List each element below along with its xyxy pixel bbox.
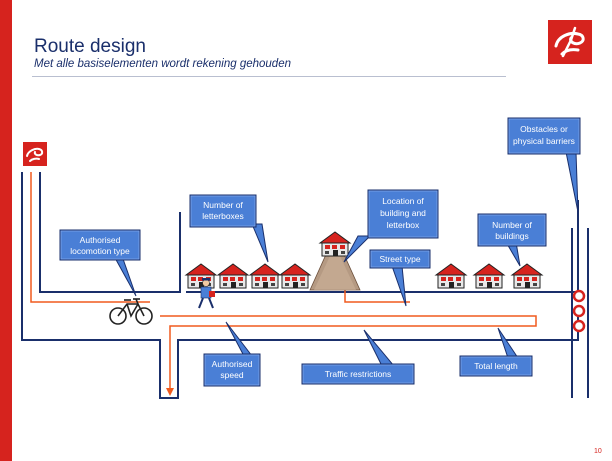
callout-length: Total length: [459, 327, 533, 377]
callout-locomotion-line-2: locomotion type: [70, 246, 130, 256]
barrier-posts-icon: [572, 289, 586, 333]
house-icon: [511, 263, 543, 289]
callout-locomotion-line-1: Authorised: [80, 235, 121, 245]
slide-subtitle: Met alle basiselementen wordt rekening g…: [34, 58, 291, 70]
callout-speed-line-2: speed: [220, 370, 243, 380]
callout-obstacles: Obstacles or physical barriers: [507, 117, 581, 213]
callout-locomotion: Authorised locomotion type: [59, 229, 141, 297]
brand-side-bar: [0, 0, 12, 461]
callout-location: Location of building and letterbox: [343, 189, 439, 263]
house-icon: [435, 263, 467, 289]
house-icon: [217, 263, 249, 289]
callout-buildings-line-1: Number of: [492, 220, 532, 230]
callout-street-type: Street type: [369, 249, 431, 307]
callout-letterboxes: Number of letterboxes: [189, 194, 269, 263]
callout-obstacles-line-1: Obstacles or: [520, 124, 568, 134]
bicycle-icon: [109, 298, 153, 325]
callout-location-line-1: Location of: [382, 196, 424, 206]
callout-speed: Authorised speed: [203, 321, 261, 387]
callout-speed-line-1: Authorised: [212, 359, 253, 369]
postman-icon: [198, 278, 215, 309]
callout-traffic-line-1: Traffic restrictions: [325, 369, 392, 379]
callout-street-type-line-1: Street type: [379, 254, 420, 264]
callout-location-line-3: letterbox: [387, 220, 420, 230]
callout-buildings: Number of buildings: [477, 213, 547, 267]
title-divider: [32, 76, 506, 77]
callout-traffic: Traffic restrictions: [301, 329, 415, 385]
page-number: 10: [594, 448, 602, 455]
callout-obstacles-line-2: physical barriers: [513, 136, 575, 146]
house-icon: [279, 263, 311, 289]
callout-length-line-1: Total length: [474, 361, 518, 371]
houses-right: [435, 263, 543, 289]
location-building: [309, 231, 361, 291]
post-horn-logo-small-icon: [23, 142, 47, 166]
house-icon: [473, 263, 505, 289]
callout-letterboxes-line-1: Number of: [203, 200, 243, 210]
post-horn-logo-icon: [548, 20, 592, 64]
callout-location-line-2: building and: [380, 208, 426, 218]
house-icon: [185, 263, 217, 289]
slide-title: Route design: [34, 36, 146, 57]
callout-buildings-line-2: buildings: [495, 231, 529, 241]
callout-letterboxes-line-2: letterboxes: [202, 211, 244, 221]
house-icon: [249, 263, 281, 289]
